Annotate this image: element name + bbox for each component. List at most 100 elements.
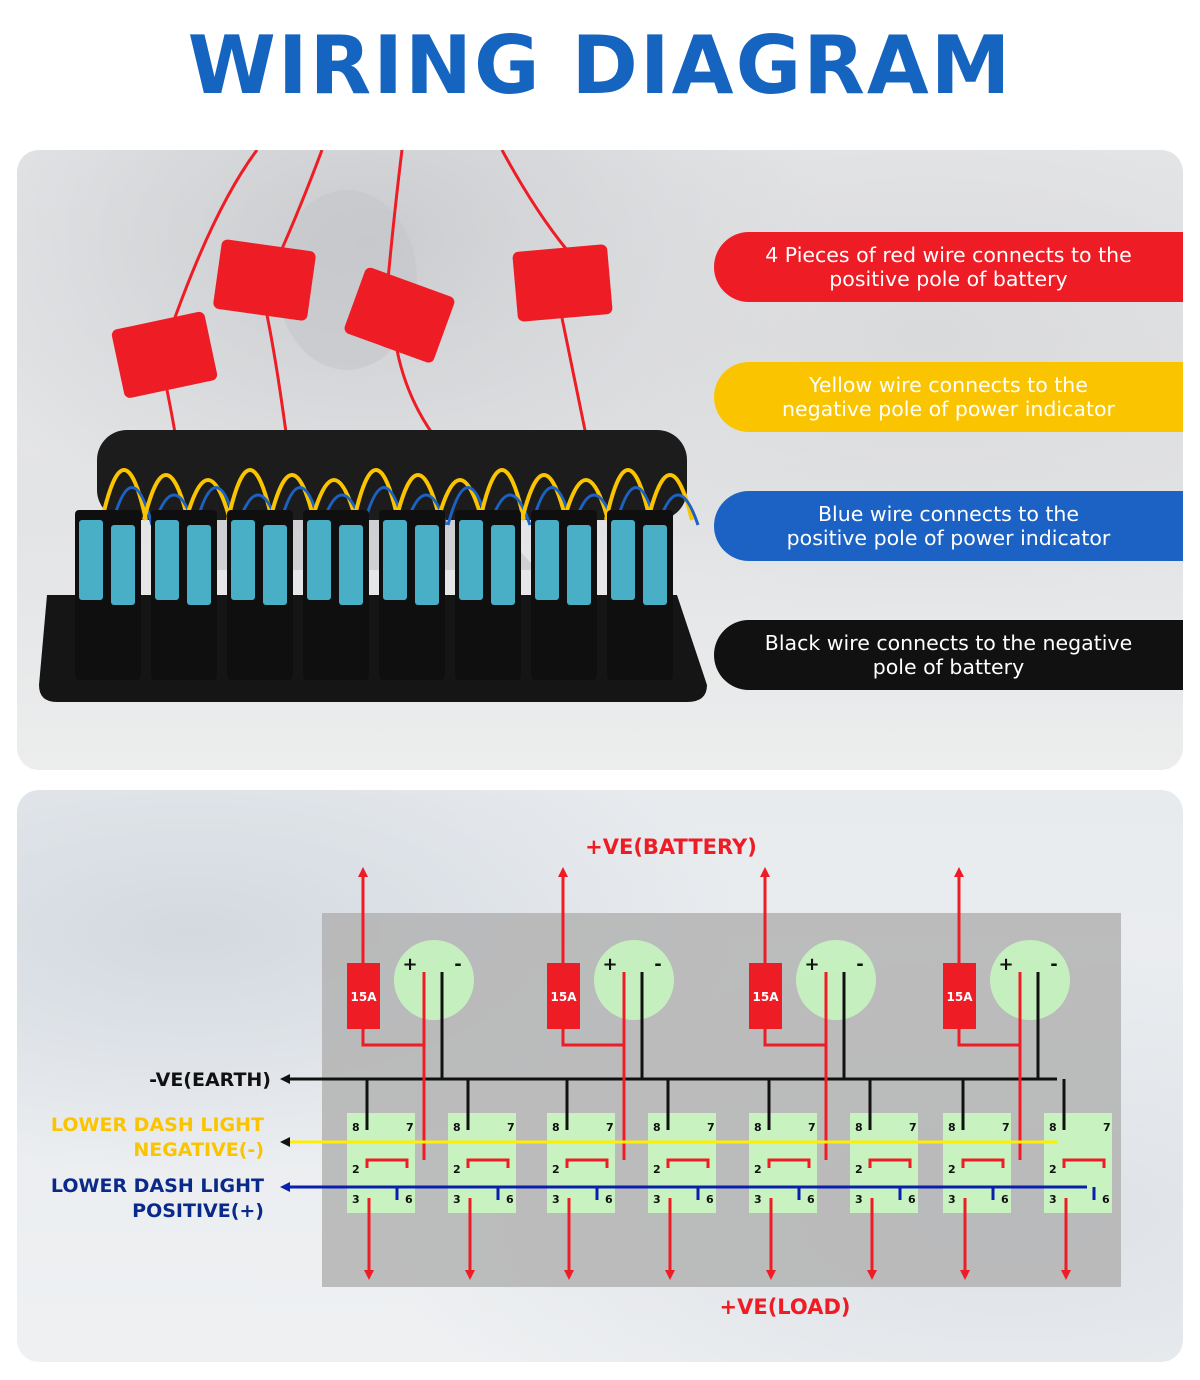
callout-4-line-2: pole of battery [872, 655, 1025, 679]
fuse-1 [347, 963, 380, 1029]
fuse-label-3: 15A [753, 990, 780, 1004]
red-lead-4 [560, 317, 589, 441]
pin-2-2-2: 2 [653, 1163, 661, 1176]
fuse-4 [943, 963, 976, 1029]
earth-label: -VE(EARTH) [149, 1069, 271, 1091]
pin-6-1-1: 6 [405, 1193, 413, 1206]
lower-dash-negative-label-line1: LOWER DASH LIGHT [51, 1114, 264, 1136]
connector-b-4 [339, 525, 363, 605]
pin-3-1-1: 3 [352, 1193, 360, 1206]
fuse-holder-1 [111, 311, 218, 398]
connector-b-3 [263, 525, 287, 605]
pin-6-2-1: 6 [605, 1193, 613, 1206]
load-label: +VE(LOAD) [720, 1295, 851, 1319]
yellow-loop-1 [100, 468, 148, 521]
callout-3-line-1: Blue wire connects to the [817, 502, 1080, 526]
indicator-plus-1: + [402, 954, 417, 975]
fuse-label-2: 15A [551, 990, 578, 1004]
battery-label: +VE(BATTERY) [585, 835, 757, 859]
pin-2-3-1: 2 [754, 1163, 762, 1176]
pin-8-3-2: 8 [855, 1121, 863, 1134]
pin-2-4-2: 2 [1049, 1163, 1057, 1176]
connector-a-8 [611, 520, 635, 600]
power-indicator-3 [796, 940, 876, 1020]
indicator-plus-2: + [602, 954, 617, 975]
pin-8-1-1: 8 [352, 1121, 360, 1134]
pin-2-4-1: 2 [948, 1163, 956, 1176]
switch-jumper-3-1 [767, 1158, 811, 1168]
yellow-loop-13 [604, 468, 652, 521]
red-wire-3 [385, 150, 404, 291]
callout-2-line-2: negative pole of power indicator [782, 397, 1115, 421]
wire-harness [97, 430, 687, 520]
fuse-feed-3 [763, 1029, 828, 1160]
switch-panel-photo [39, 150, 707, 702]
red-wire-1 [165, 150, 259, 341]
rocker-switch-1-1 [347, 1113, 415, 1213]
callout-1-line-2: positive pole of battery [829, 267, 1068, 291]
pin-7-4-2: 7 [1103, 1121, 1111, 1134]
lower-dash-positive-label-line1: LOWER DASH LIGHT [51, 1175, 264, 1197]
pin-2-1-1: 2 [352, 1163, 360, 1176]
fuse-holder-4 [512, 244, 613, 322]
callout-4-line-1: Black wire connects to the negative [764, 631, 1133, 655]
switch-jumper-2-1 [565, 1158, 609, 1168]
fuse-2 [547, 963, 580, 1029]
fuse-holder-2 [213, 239, 316, 321]
fuse-feed-4 [957, 1029, 1022, 1160]
connector-a-3 [231, 520, 255, 600]
yellow-loop-12 [562, 478, 610, 521]
connector-b-1 [111, 525, 135, 605]
pin-6-4-1: 6 [1001, 1193, 1009, 1206]
page-title: WIRING DIAGRAM [187, 19, 1013, 112]
yellow-loop-5 [268, 473, 316, 521]
switch-jumper-1-2 [466, 1158, 510, 1168]
pin-3-3-2: 3 [855, 1193, 863, 1206]
connector-b-6 [491, 525, 515, 605]
pin-6-2-2: 6 [706, 1193, 714, 1206]
callout-2-line-1: Yellow wire connects to the [809, 373, 1088, 397]
rocker-switch-2-1 [547, 1113, 615, 1213]
indicator-minus-1: - [454, 954, 461, 975]
rocker-switch-3-1 [749, 1113, 817, 1213]
connector-a-4 [307, 520, 331, 600]
indicator-minus-2: - [654, 954, 661, 975]
pin-8-2-2: 8 [653, 1121, 661, 1134]
pin-3-4-1: 3 [948, 1193, 956, 1206]
pin-6-1-2: 6 [506, 1193, 514, 1206]
red-lead-2 [265, 314, 289, 441]
rocker-switch-1-2 [448, 1113, 516, 1213]
fuse-feed-1 [361, 1029, 426, 1160]
switch-jumper-2-2 [666, 1158, 710, 1168]
pin-7-1-1: 7 [406, 1121, 414, 1134]
connector-a-5 [383, 520, 407, 600]
yellow-loop-6 [310, 478, 358, 521]
rocker-switch-4-2 [1044, 1113, 1112, 1213]
power-indicator-4 [990, 940, 1070, 1020]
yellow-loop-3 [184, 478, 232, 521]
red-wire-4 [500, 150, 569, 251]
callout-3-line-2: positive pole of power indicator [786, 526, 1111, 550]
connector-a-6 [459, 520, 483, 600]
pin-3-4-2: 3 [1049, 1193, 1057, 1206]
pin-3-2-1: 3 [552, 1193, 560, 1206]
rocker-switch-2-2 [648, 1113, 716, 1213]
connector-b-2 [187, 525, 211, 605]
power-indicator-2 [594, 940, 674, 1020]
pin-3-1-2: 3 [453, 1193, 461, 1206]
pin-6-3-1: 6 [807, 1193, 815, 1206]
connector-a-7 [535, 520, 559, 600]
fuse-label-1: 15A [351, 990, 378, 1004]
fuse-holder-3 [344, 267, 455, 363]
pin-2-1-2: 2 [453, 1163, 461, 1176]
indicator-plus-3: + [804, 954, 819, 975]
yellow-loop-9 [436, 478, 484, 521]
pin-2-2-1: 2 [552, 1163, 560, 1176]
pin-7-2-1: 7 [606, 1121, 614, 1134]
pin-3-3-1: 3 [754, 1193, 762, 1206]
